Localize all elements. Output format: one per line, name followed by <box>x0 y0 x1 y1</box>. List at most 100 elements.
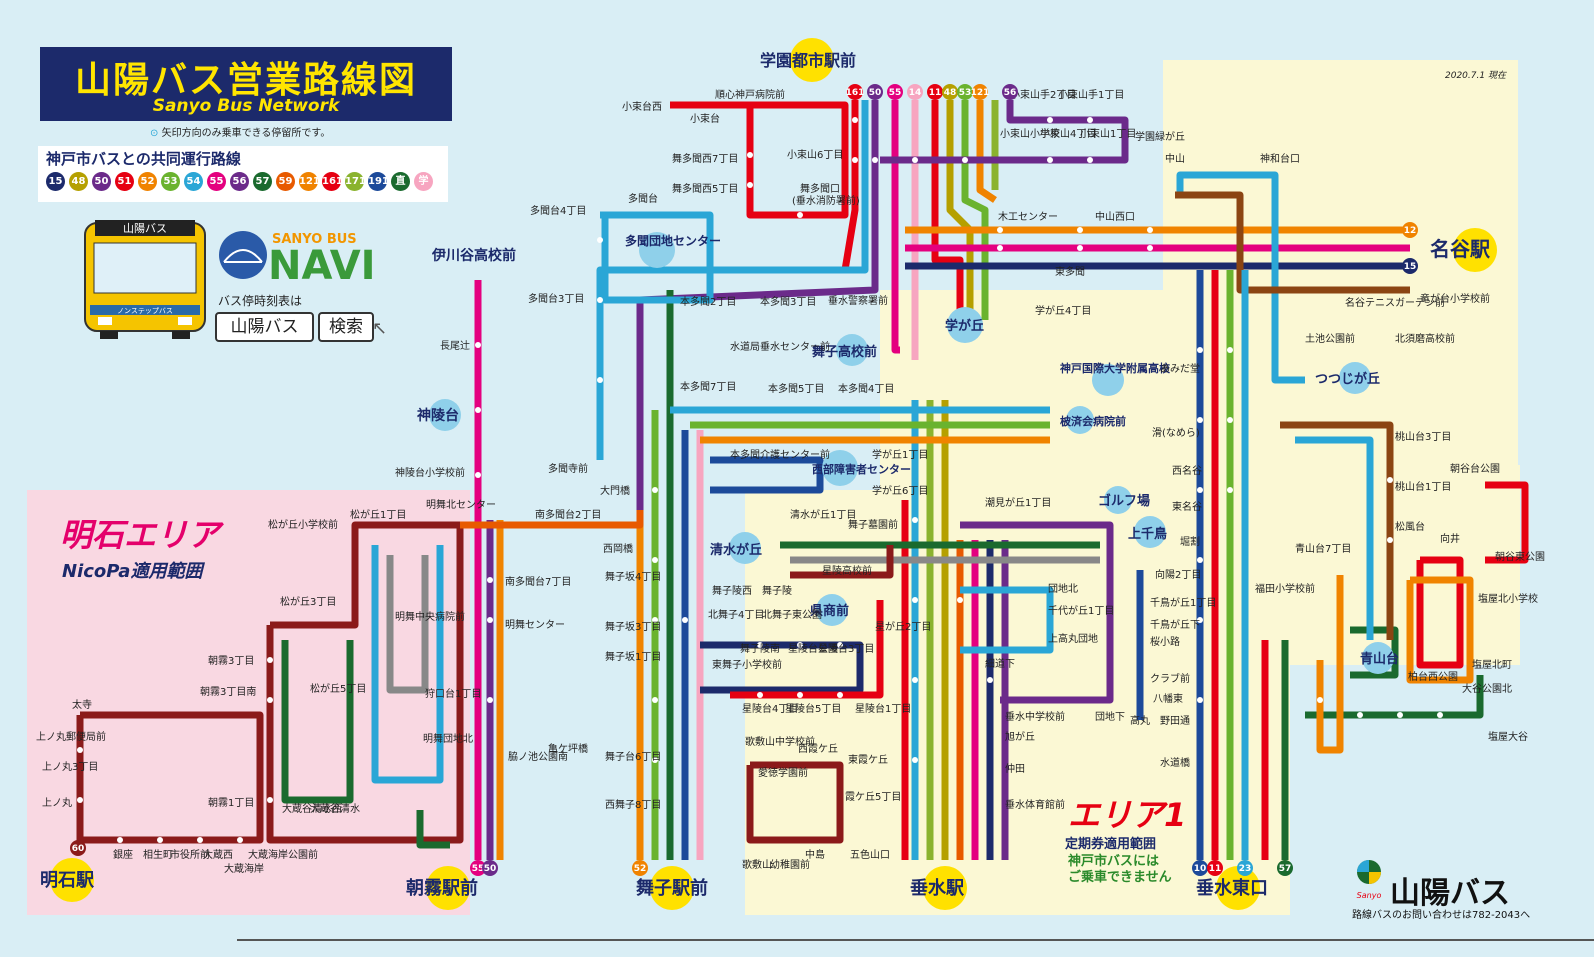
subhub-seibu-label: 西部障害者センター <box>812 462 911 476</box>
hub-akashi[interactable]: 明石駅 <box>40 858 95 902</box>
subhub-aoyamadai-label: 青山台 <box>1360 651 1399 667</box>
hub-maiko[interactable]: 舞子駅前 <box>636 866 708 910</box>
stop-label: 舞子陵西 <box>712 585 752 597</box>
stop-label: 西名谷 <box>1172 464 1202 477</box>
route-line-a66 <box>416 810 450 849</box>
stop-label: 西霞ケ丘 <box>798 743 838 755</box>
stop-label: 舞多聞口 <box>800 182 840 195</box>
stop-label: 木工センター <box>998 211 1058 223</box>
stop-label: 水道橋 <box>1160 756 1190 769</box>
route-line-h7 <box>790 545 894 579</box>
stop-label: 仲田 <box>1005 762 1025 775</box>
stop-label: 柏台西公園 <box>1408 670 1458 683</box>
subhub-maikokoko-label: 舞子高校前 <box>811 344 877 360</box>
stop-label: 旭が丘 <box>1005 730 1035 743</box>
subhub-golf[interactable]: ゴルフ場 <box>1098 486 1150 514</box>
stop-label: 霞ケ丘5丁目 <box>845 791 901 803</box>
stop-label: 明舞センター <box>505 619 565 631</box>
stop-label: 本多聞7丁目 <box>680 380 736 393</box>
stop-label: 千代が丘1丁目 <box>1048 604 1114 617</box>
svg-text:11: 11 <box>929 88 942 98</box>
hub-asagiri-label: 朝霧駅前 <box>406 877 478 899</box>
route-line-a63 <box>371 545 444 784</box>
route-line-a65 <box>460 510 644 529</box>
hub-tarumi[interactable]: 垂水駅 <box>910 866 967 910</box>
stop-label: 土池公園前 <box>1305 332 1355 345</box>
subhub-ikawadani[interactable]: 伊川谷高校前 <box>431 247 516 264</box>
stop-label: 本多聞4丁目 <box>838 382 894 395</box>
stop-label: 舞多聞西5丁目 <box>672 182 738 195</box>
stop-label: 北舞子東公園 <box>762 608 822 621</box>
stop-label: 千鳥が丘1丁目 <box>1150 596 1216 609</box>
map-subtitle: Sanyo Bus Network <box>152 96 340 116</box>
subhub-shinryodai[interactable]: 神陵台 <box>417 399 461 431</box>
map-title-box: 山陽バス営業路線図 Sanyo Bus Network <box>40 47 452 121</box>
stop-label: 向井 <box>1440 532 1460 545</box>
subhub-ikawadani-label: 伊川谷高校前 <box>431 247 516 264</box>
subhub-kenshou[interactable]: 県商前 <box>810 594 849 626</box>
stop-label: 神陵台小学校前 <box>395 466 465 479</box>
search-keyword-box[interactable]: 山陽バス <box>215 312 314 342</box>
search-button[interactable]: 検索 <box>318 312 374 342</box>
stop-label: 多聞台4丁目 <box>530 204 586 217</box>
stop-label: 東霞ケ丘 <box>848 753 888 766</box>
route-badge: 54 <box>184 172 203 191</box>
route-line-55 <box>891 100 900 354</box>
stop-label: 上ノ丸3丁目 <box>42 760 98 773</box>
stop-label: 中山 <box>1165 152 1185 165</box>
navi-note: バス停時刻表は <box>218 294 303 308</box>
stop-label: 長尾辻 <box>440 339 470 352</box>
route-line-loop-kasumi <box>746 761 844 844</box>
stop-label: 竜が台小学校前 <box>1420 292 1490 305</box>
svg-text:48: 48 <box>944 88 957 98</box>
svg-text:14: 14 <box>909 88 922 98</box>
subhub-tsutsuji[interactable]: つつじが丘 <box>1315 362 1380 394</box>
subhub-tamon[interactable]: 多聞団地センター <box>625 232 721 268</box>
hub-asagiri[interactable]: 朝霧駅前 <box>406 866 478 910</box>
stop-label: 小束山小学校 <box>1000 127 1060 140</box>
hub-gakuen[interactable]: 学園都市駅前 <box>760 38 856 82</box>
route-line-22 <box>1176 171 1305 384</box>
stop-label: 南多聞台7丁目 <box>505 575 571 588</box>
route-badge: 直 <box>391 172 410 191</box>
subhub-seibu[interactable]: 西部障害者センター <box>812 450 911 486</box>
route-line-shioya3 <box>1416 556 1464 669</box>
route-line-h4 <box>710 456 824 494</box>
subhub-kamisenbo[interactable]: 上千鳥 <box>1128 516 1167 548</box>
subhub-aoyamadai[interactable]: 青山台 <box>1360 642 1399 674</box>
subhub-maikokoko[interactable]: 舞子高校前 <box>811 334 877 366</box>
stop-label: 名谷テニスガーデン前 <box>1345 296 1445 309</box>
subhub-hiseikai[interactable]: 柀済会病院前 <box>1060 406 1126 434</box>
stop-labels: 小束台西 順心神戸病院前 小束台 小束山6丁目 舞多聞西7丁目 舞多聞西5丁目 … <box>36 88 1545 875</box>
stop-label: 北舞子4丁目 <box>708 609 764 621</box>
hub-tarumihigashi[interactable]: 垂水東口 <box>1196 866 1268 910</box>
stop-label: 学園緑が丘 <box>1135 130 1185 143</box>
stop-label: 塩屋北小学校 <box>1478 592 1538 605</box>
stop-label: 歌敷山 <box>742 858 772 871</box>
subhub-shinkoku[interactable]: 神戸国際大学附属高校 <box>1060 361 1171 396</box>
stop-label: 脇ノ池公園南 <box>508 750 568 763</box>
stop-label: 大門橋 <box>600 484 630 497</box>
stop-label: 舞子坂4丁目 <box>605 571 661 583</box>
stop-label: 朝霧1丁目 <box>208 797 254 809</box>
stop-label: 松が丘3丁目 <box>280 595 336 608</box>
stop-label: 小束山4丁目 <box>1040 128 1096 140</box>
route-line-121 <box>976 100 997 203</box>
route-line-a62 <box>281 640 354 804</box>
stop-label: 塩屋北町 <box>1472 658 1512 671</box>
stop-label: 本多聞2丁目 <box>680 295 736 308</box>
svg-text:50: 50 <box>869 88 882 98</box>
route-line-161 <box>841 100 859 271</box>
hub-nayaku[interactable]: 名谷駅 <box>1430 228 1497 272</box>
route-line-50 <box>636 100 879 510</box>
svg-text:15: 15 <box>1404 262 1417 272</box>
subhub-gakugaoka[interactable]: 学が丘 <box>945 307 984 343</box>
oneway-note-text: 矢印方向のみ乗車できる停留所です。 <box>161 128 331 139</box>
subhub-shimizu[interactable]: 清水が丘 <box>710 532 762 564</box>
route-badge: 52 <box>138 172 157 191</box>
route-badge: 161 <box>322 172 343 191</box>
stop-label: 小束山1丁目 <box>1080 128 1136 140</box>
stop-label: あみだ堂 <box>1160 363 1200 375</box>
stop-label: 舞子陵 <box>762 585 792 597</box>
stop-label: 学が丘1丁目 <box>872 448 928 461</box>
